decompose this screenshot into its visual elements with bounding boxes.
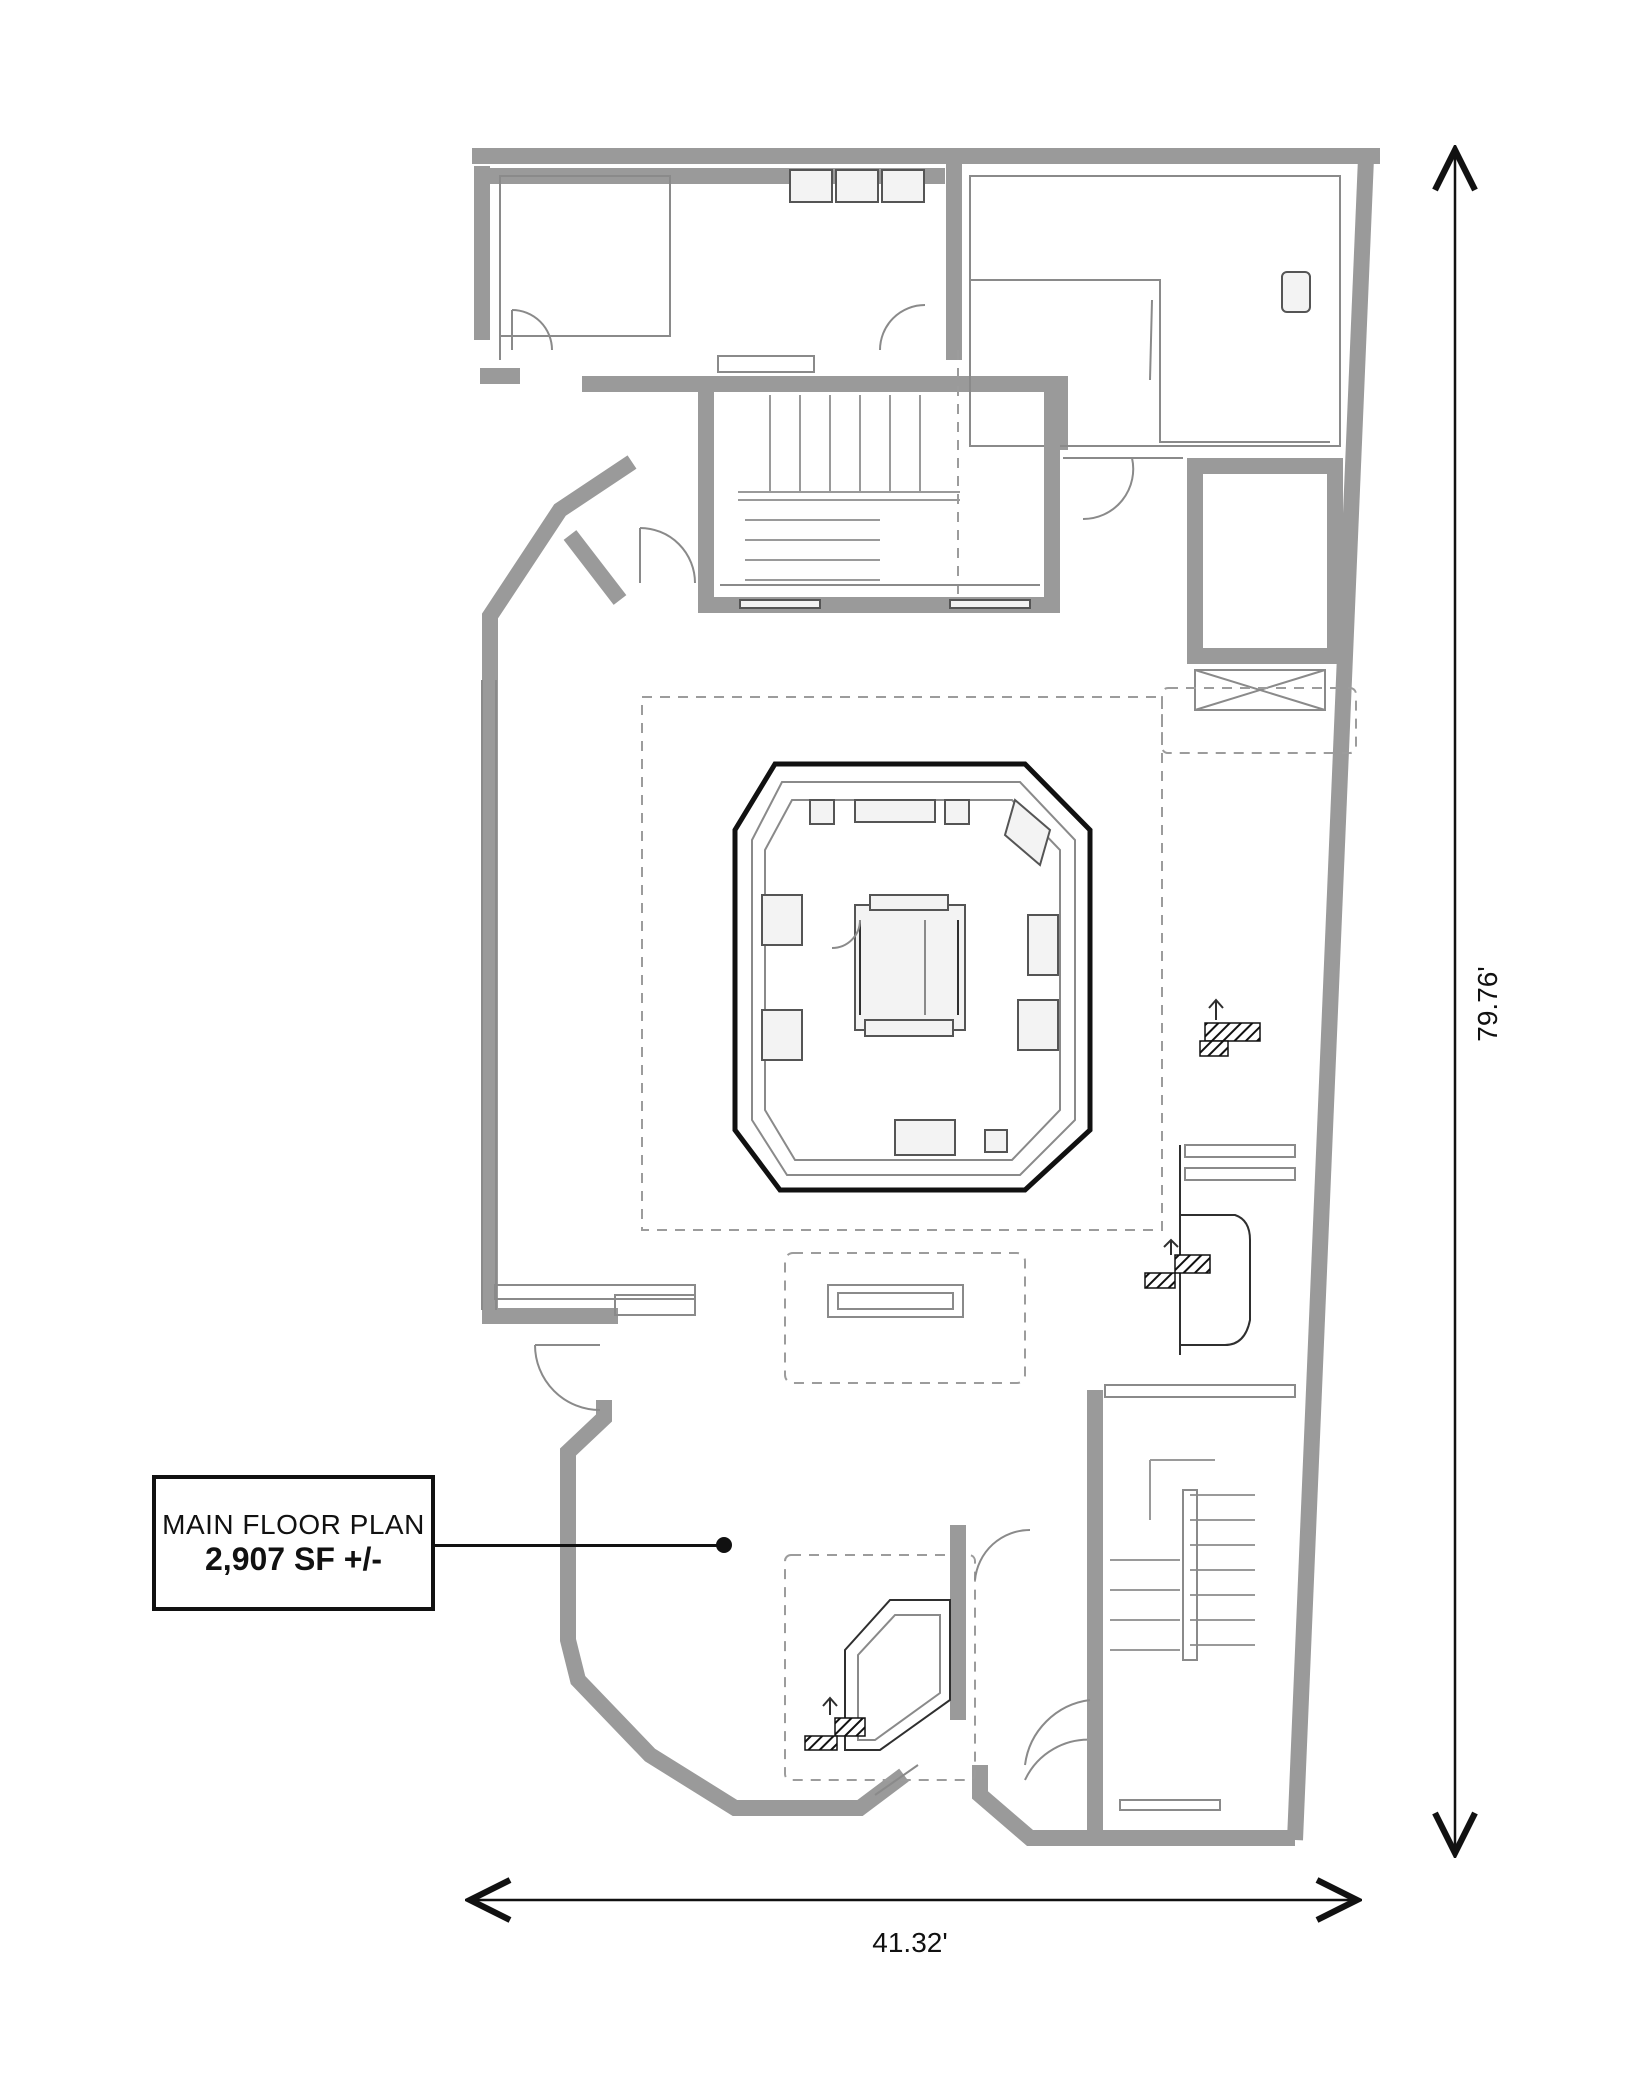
front-display <box>784 1252 1096 1796</box>
plan-title: MAIN FLOOR PLAN <box>162 1508 425 1540</box>
width-dimension-label: 41.32' <box>872 1927 947 1958</box>
left-windows <box>481 680 696 1411</box>
plan-area: 2,907 SF +/- <box>205 1540 382 1577</box>
exterior-walls <box>472 148 1380 1846</box>
lower-stair <box>1024 1390 1255 1840</box>
label-leader-line <box>435 1544 722 1547</box>
upper-right-room <box>879 164 1341 521</box>
central-octagon <box>641 696 1163 1231</box>
upper-left-room <box>499 169 1068 450</box>
label-leader-dot <box>716 1537 732 1553</box>
height-dimension-label: 79.76' <box>1472 966 1503 1041</box>
right-side-rooms <box>1161 458 1357 754</box>
plan-label-box: MAIN FLOOR PLAN 2,907 SF +/- <box>152 1475 435 1611</box>
upper-stair <box>563 350 1060 613</box>
lower-right-area <box>1104 998 1296 1398</box>
